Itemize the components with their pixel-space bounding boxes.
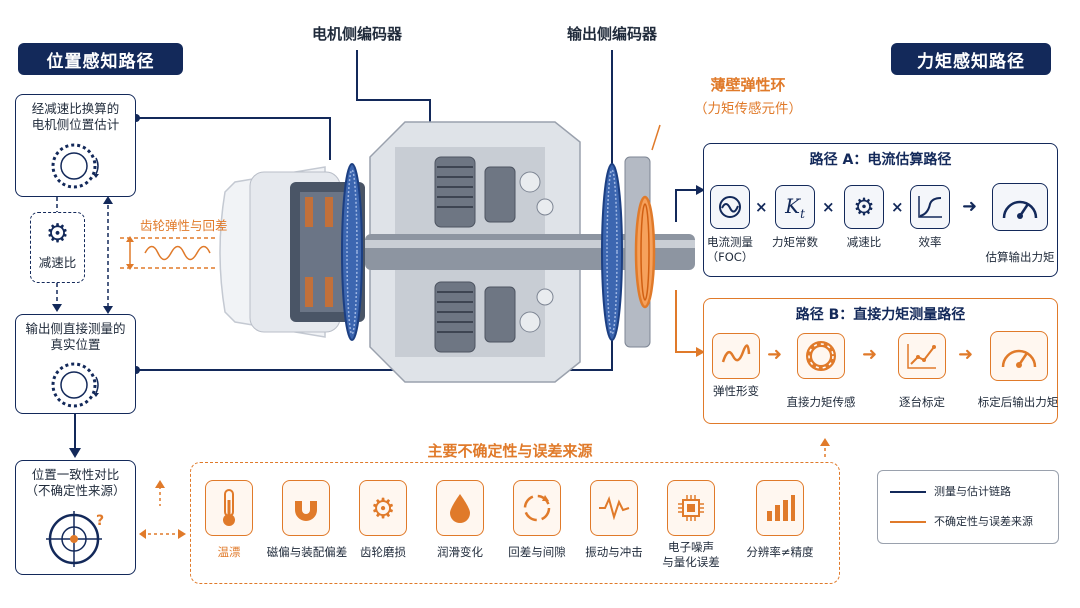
efficiency-curve-icon bbox=[910, 185, 950, 229]
multiply-sign: × bbox=[755, 198, 768, 216]
path-a-item-label: 减速比 bbox=[846, 235, 882, 249]
kt-symbol: Kt bbox=[785, 193, 805, 221]
legend-measure-line bbox=[890, 491, 926, 493]
output-encoder-label: 输出侧编码器 bbox=[566, 25, 657, 43]
calibration-chart-icon bbox=[898, 333, 946, 379]
uncertainty-item-label: 振动与冲击 bbox=[585, 545, 643, 559]
path-b-item-label: 直接力矩传感 bbox=[786, 395, 856, 409]
gauge-icon bbox=[992, 183, 1048, 231]
torque-path-title: 力矩感知路径 bbox=[891, 43, 1051, 75]
gear-wear-icon: ⚙ bbox=[359, 480, 407, 536]
gear-icon: ⚙ bbox=[45, 219, 70, 249]
legend-uncert-line bbox=[890, 521, 926, 523]
thermometer-icon bbox=[205, 480, 253, 536]
uncertainty-item-label: 润滑变化 bbox=[437, 545, 483, 559]
motor-encoder-label: 电机侧编码器 bbox=[311, 25, 402, 43]
multiply-sign: × bbox=[822, 198, 835, 216]
output-side-position-box: 输出侧直接测量的 真实位置 bbox=[15, 314, 136, 414]
gears-icon: ⚙ bbox=[844, 185, 884, 229]
position-consistency-box: 位置一致性对比 （不确定性来源） ? bbox=[15, 460, 136, 575]
svg-text:?: ? bbox=[96, 513, 104, 529]
path-a-title: 路径 A：电流估算路径 bbox=[809, 152, 952, 168]
backlash-cycle-icon bbox=[513, 480, 561, 536]
elastic-deformation-icon bbox=[712, 333, 760, 379]
gauge-icon bbox=[990, 331, 1048, 381]
torque-sensor-element-label: （力矩传感元件） bbox=[694, 101, 802, 117]
path-b-item-label: 逐台标定 bbox=[899, 395, 945, 409]
path-a-item-label: 估算输出力矩 bbox=[985, 250, 1055, 264]
magnet-icon bbox=[282, 480, 330, 536]
torque-constant-icon: Kt bbox=[775, 185, 815, 229]
uncertainty-item-label: 分辨率≠精度 bbox=[746, 545, 814, 559]
reducer-ratio-box: ⚙ 减速比 bbox=[30, 212, 85, 283]
gear-backlash-label: 齿轮弹性与回差 bbox=[140, 218, 228, 233]
path-a-item-label: 电流测量 （FOC） bbox=[706, 235, 754, 264]
arrow-right-icon: ➜ bbox=[962, 196, 978, 217]
motor-side-position-label: 经减速比换算的 电机侧位置估计 bbox=[31, 101, 120, 132]
uncertainty-item-label: 回差与间隙 bbox=[508, 545, 566, 559]
uncertainty-item-label: 齿轮磨损 bbox=[360, 545, 406, 559]
uncertainty-item-label: 磁偏与装配偏差 bbox=[266, 545, 348, 559]
path-b-title: 路径 B：直接力矩测量路径 bbox=[795, 307, 966, 323]
uncertainty-item-label: 电子噪声 与量化误差 bbox=[662, 540, 720, 569]
arrow-right-icon: ➜ bbox=[767, 344, 783, 365]
motor-side-position-box: 经减速比换算的 电机侧位置估计 bbox=[15, 94, 136, 197]
encoder-dial-icon bbox=[51, 143, 99, 189]
thin-elastic-ring-label: 薄壁弹性环 bbox=[710, 76, 786, 94]
path-b-item-label: 弹性形变 bbox=[713, 384, 759, 398]
actuator-illustration bbox=[219, 121, 695, 383]
reducer-ratio-label: 减速比 bbox=[38, 255, 77, 270]
chip-icon bbox=[667, 480, 715, 536]
oil-drop-icon bbox=[436, 480, 484, 536]
position-path-title: 位置感知路径 bbox=[18, 43, 183, 75]
encoder-dial-icon bbox=[51, 362, 99, 408]
bar-chart-icon bbox=[756, 480, 804, 536]
path-a-item-label: 力矩常数 bbox=[772, 235, 818, 249]
uncertainty-item-label: 温漂 bbox=[217, 545, 241, 559]
legend-box: 测量与估计链路 不确定性与误差来源 bbox=[877, 470, 1059, 544]
output-side-position-label: 输出侧直接测量的 真实位置 bbox=[25, 321, 126, 352]
target-compare-icon: ? bbox=[46, 511, 104, 567]
uncertainty-title: 主要不确定性与误差来源 bbox=[390, 440, 630, 461]
path-a-item-label: 效率 bbox=[918, 235, 942, 249]
position-consistency-label: 位置一致性对比 （不确定性来源） bbox=[25, 467, 126, 498]
arrow-right-icon: ➜ bbox=[862, 344, 878, 365]
multiply-sign: × bbox=[891, 198, 904, 216]
arrow-right-icon: ➜ bbox=[958, 344, 974, 365]
path-b-item-label: 标定后输出力矩 bbox=[977, 395, 1059, 409]
legend-uncert-label: 不确定性与误差来源 bbox=[934, 515, 1033, 528]
torque-ring-icon bbox=[797, 333, 845, 379]
legend-measure-label: 测量与估计链路 bbox=[934, 485, 1011, 498]
vibration-wave-icon bbox=[590, 480, 638, 536]
current-sensor-icon bbox=[710, 185, 750, 229]
